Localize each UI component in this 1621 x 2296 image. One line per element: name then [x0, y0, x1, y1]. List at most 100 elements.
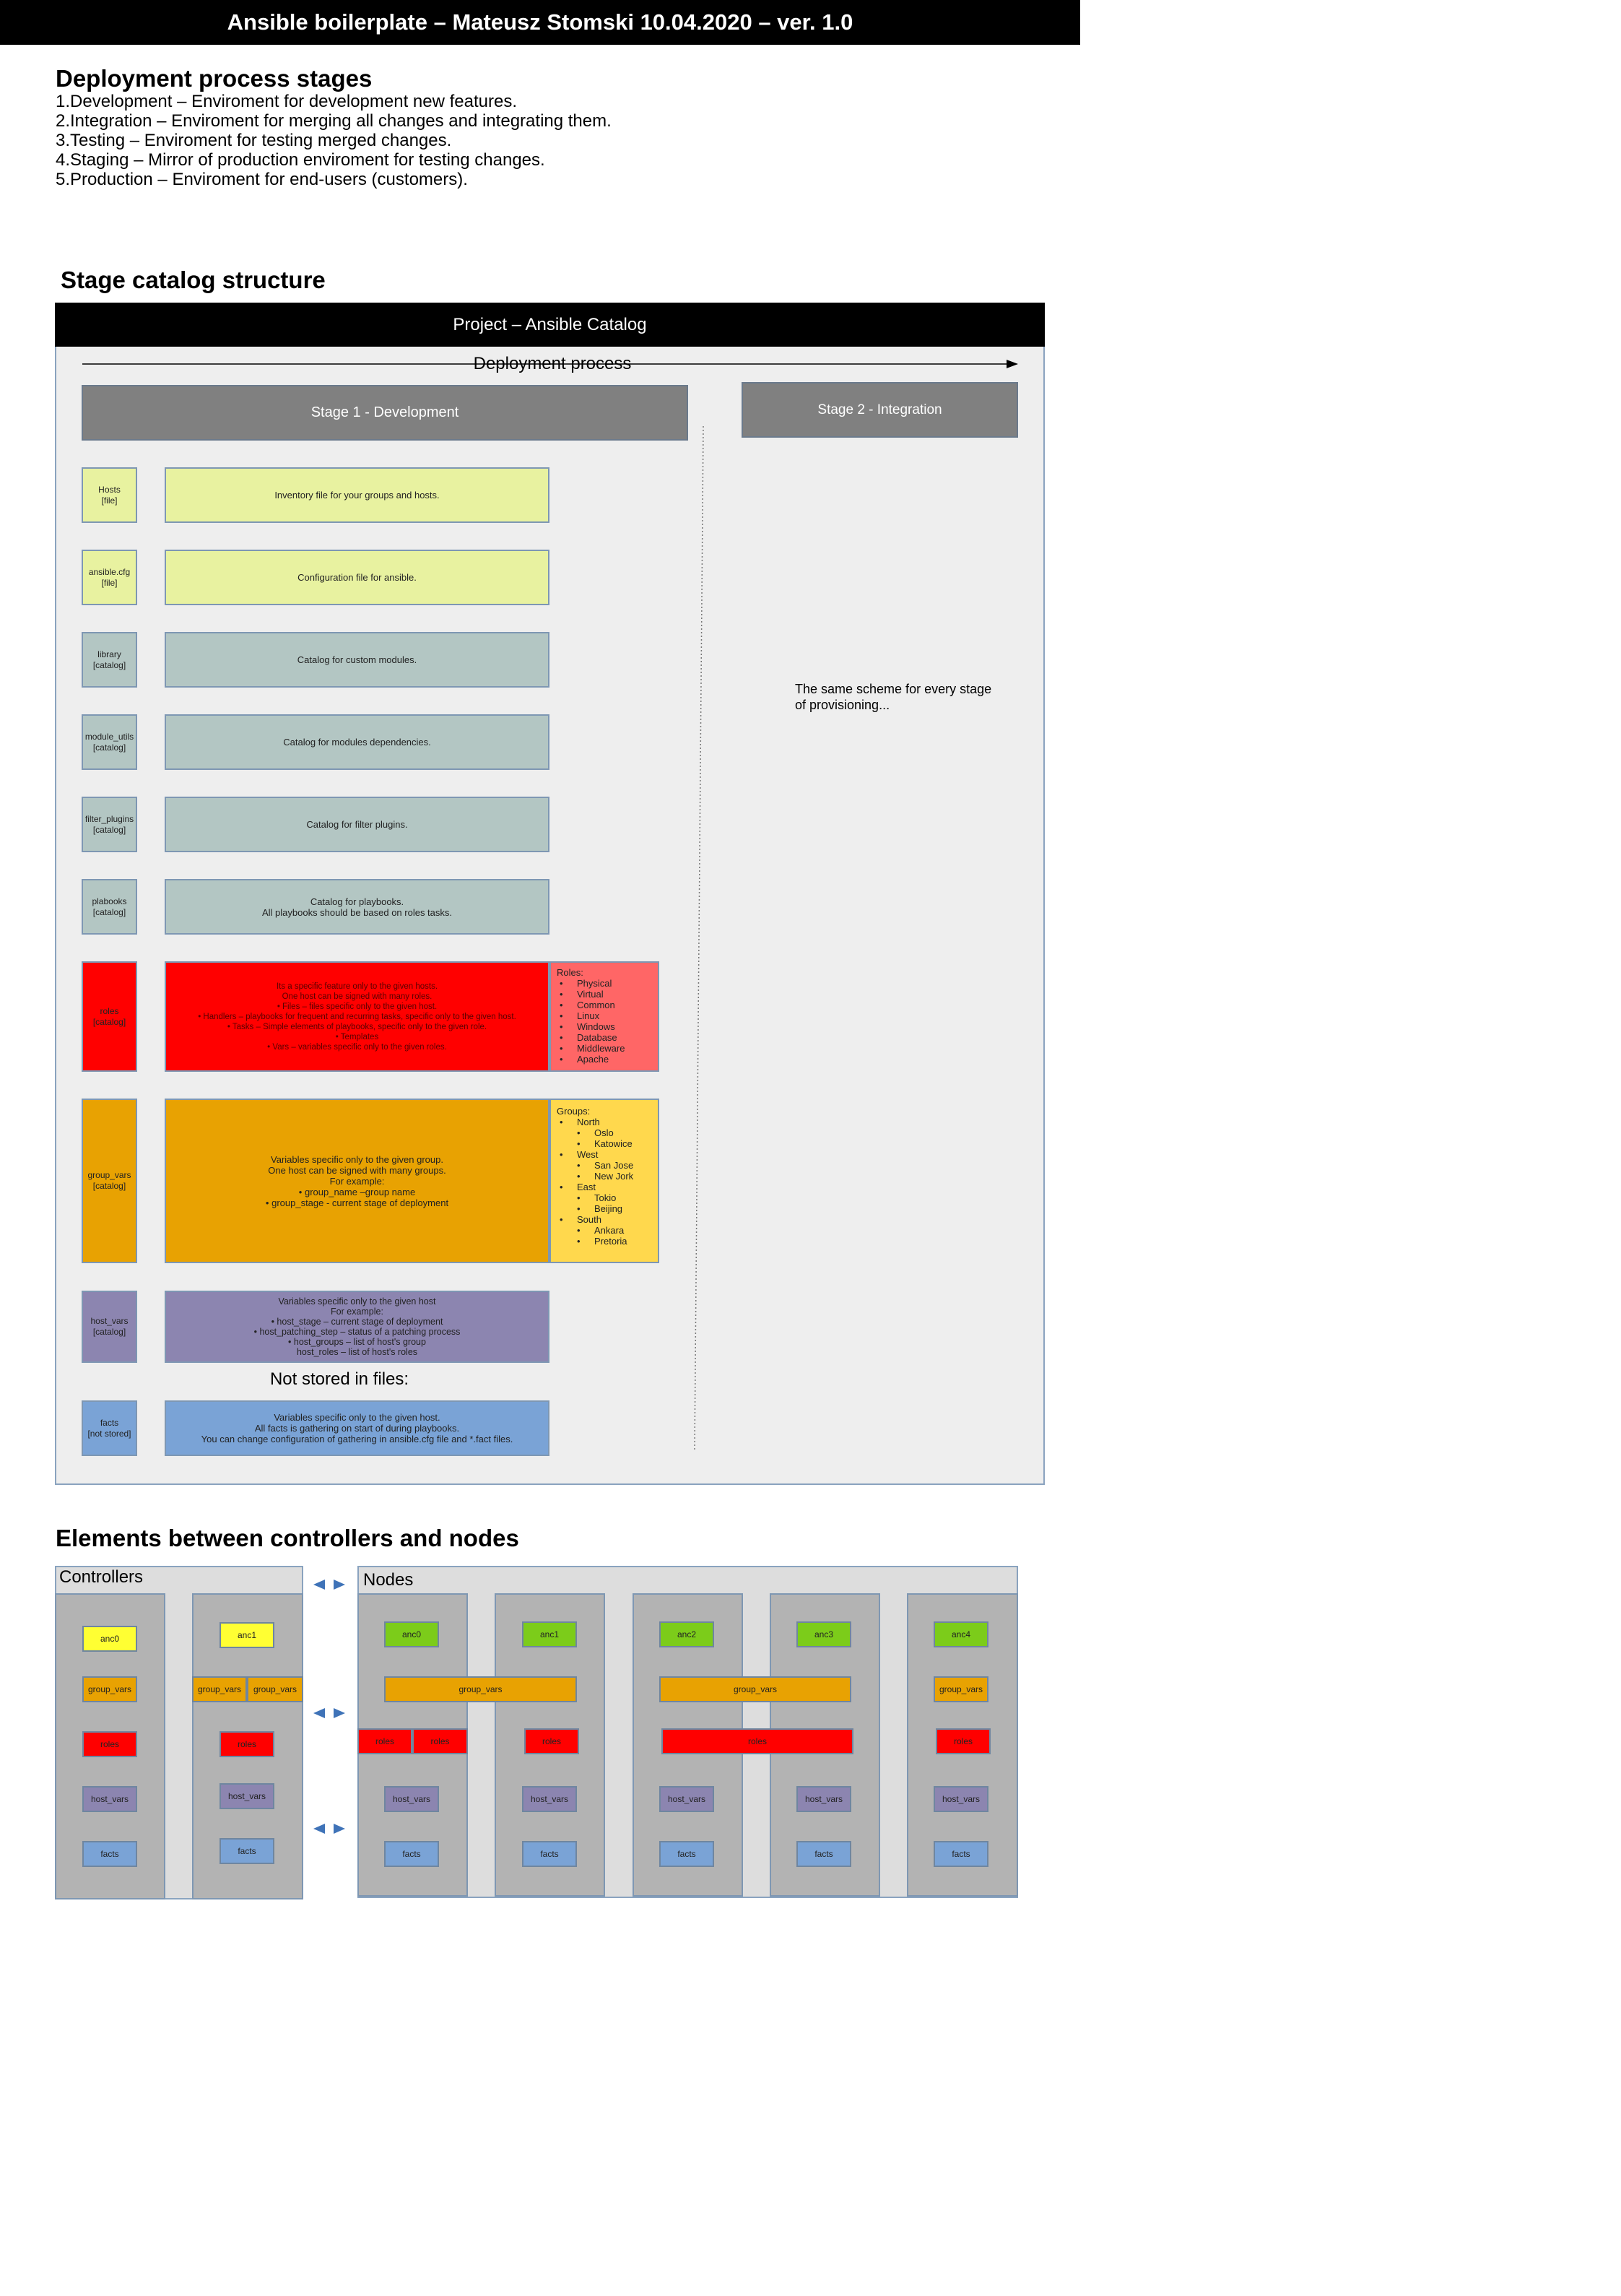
library-box: library [catalog]: [82, 632, 137, 688]
playbooks-box: plabooks [catalog]: [82, 879, 137, 935]
groups-list: Groups: North Oslo Katowice West San Jos…: [549, 1099, 659, 1263]
bidirectional-arrow-icon: [313, 1708, 345, 1718]
stage1-title: Stage 1 - Development: [82, 385, 688, 441]
module-utils-box: module_utils [catalog]: [82, 714, 137, 770]
node-host-vars: host_vars: [796, 1786, 851, 1812]
stage-separator: [694, 425, 704, 1451]
node-group-vars: group_vars: [659, 1676, 851, 1702]
roles-box: roles [catalog]: [82, 961, 137, 1072]
host-vars-description: Variables specific only to the given hos…: [165, 1291, 549, 1363]
node-facts: facts: [796, 1841, 851, 1867]
groups-list-subitem: Oslo: [560, 1127, 652, 1138]
page-title: Ansible boilerplate – Mateusz Stomski 10…: [227, 9, 853, 35]
node-group-vars: group_vars: [384, 1676, 577, 1702]
group-vars-description: Variables specific only to the given gro…: [165, 1099, 549, 1263]
node-facts: facts: [659, 1841, 714, 1867]
controllers-label: Controllers: [59, 1567, 144, 1587]
group-vars-box: group_vars [catalog]: [82, 1099, 137, 1263]
node-roles: roles: [412, 1728, 468, 1754]
roles-list-title: Roles:: [557, 967, 583, 978]
controller-group-vars: group_vars: [247, 1676, 303, 1702]
filter-plugins-description: Catalog for filter plugins.: [165, 797, 549, 852]
roles-list-item: Common: [560, 1000, 652, 1010]
node-host-anc2: anc2: [659, 1621, 714, 1647]
controller-host-vars: host_vars: [220, 1783, 274, 1809]
controller-roles: roles: [220, 1731, 274, 1757]
controller-group-vars: group_vars: [192, 1676, 247, 1702]
host-vars-box: host_vars [catalog]: [82, 1291, 137, 1363]
controller-facts: facts: [220, 1838, 274, 1864]
stage-item: 1.Development – Enviroment for developme…: [56, 92, 518, 111]
roles-list-item: Virtual: [560, 989, 652, 1000]
node-host-vars: host_vars: [659, 1786, 714, 1812]
module-utils-description: Catalog for modules dependencies.: [165, 714, 549, 770]
roles-list-item: Linux: [560, 1010, 652, 1021]
groups-list-title: Groups:: [557, 1106, 591, 1117]
groups-list-item: West: [560, 1149, 652, 1160]
filter-plugins-box: filter_plugins [catalog]: [82, 797, 137, 852]
node-host-vars: host_vars: [384, 1786, 439, 1812]
stage-item: 3.Testing – Enviroment for testing merge…: [56, 131, 452, 150]
node-host-anc1: anc1: [522, 1621, 577, 1647]
groups-list-subitem: Katowice: [560, 1138, 652, 1149]
groups-list-subitem: Ankara: [560, 1225, 652, 1236]
roles-list: Roles: Physical Virtual Common Linux Win…: [549, 961, 659, 1072]
node-host-vars: host_vars: [934, 1786, 988, 1812]
node-facts: facts: [522, 1841, 577, 1867]
node-roles: roles: [936, 1728, 991, 1754]
hosts-file-box: Hosts [file]: [82, 467, 137, 523]
groups-list-item: East: [560, 1182, 652, 1192]
roles-list-item: Apache: [560, 1054, 652, 1065]
catalog-project-title: Project – Ansible Catalog: [55, 303, 1045, 347]
node-facts: facts: [934, 1841, 988, 1867]
ansible-cfg-description: Configuration file for ansible.: [165, 550, 549, 605]
groups-list-item: South: [560, 1214, 652, 1225]
groups-list-subitem: New Jork: [560, 1171, 652, 1182]
roles-list-item: Middleware: [560, 1043, 652, 1054]
nodes-label: Nodes: [363, 1570, 414, 1590]
controller-facts: facts: [82, 1841, 137, 1867]
node-roles: roles: [524, 1728, 579, 1754]
node-group-vars: group_vars: [934, 1676, 988, 1702]
facts-box: facts [not stored]: [82, 1400, 137, 1456]
controller-roles: roles: [82, 1731, 137, 1757]
hosts-description: Inventory file for your groups and hosts…: [165, 467, 549, 523]
controller-host-anc1: anc1: [220, 1622, 274, 1648]
controller-group-vars: group_vars: [82, 1676, 137, 1702]
library-description: Catalog for custom modules.: [165, 632, 549, 688]
roles-list-item: Physical: [560, 978, 652, 989]
page-title-bar: Ansible boilerplate – Mateusz Stomski 10…: [0, 0, 1080, 45]
not-stored-label: Not stored in files:: [269, 1369, 409, 1389]
roles-description: Its a specific feature only to the given…: [165, 961, 549, 1072]
groups-list-subitem: Pretoria: [560, 1236, 652, 1247]
deployment-stages-list: 1.Development – Enviroment for developme…: [56, 92, 778, 189]
node-roles: roles: [357, 1728, 412, 1754]
groups-list-subitem: San Jose: [560, 1160, 652, 1171]
roles-list-item: Database: [560, 1032, 652, 1043]
catalog-heading: Stage catalog structure: [61, 267, 326, 293]
controller-host-anc0: anc0: [82, 1626, 137, 1652]
playbooks-description: Catalog for playbooks. All playbooks sho…: [165, 879, 549, 935]
controller-host-vars: host_vars: [82, 1786, 137, 1812]
facts-description: Variables specific only to the given hos…: [165, 1400, 549, 1456]
bidirectional-arrow-icon: [313, 1580, 345, 1590]
elements-heading: Elements between controllers and nodes: [56, 1525, 519, 1551]
stage-item: 2.Integration – Enviroment for merging a…: [56, 111, 612, 131]
groups-list-subitem: Beijing: [560, 1203, 652, 1214]
groups-list-subitem: Tokio: [560, 1192, 652, 1203]
deployment-stages-heading: Deployment process stages: [56, 65, 373, 92]
stage2-note: The same scheme for every stage of provi…: [795, 682, 992, 712]
node-roles: roles: [661, 1728, 853, 1754]
process-arrow: [82, 360, 1018, 368]
stage-item: 5.Production – Enviroment for end-users …: [56, 170, 468, 189]
ansible-cfg-box: ansible.cfg [file]: [82, 550, 137, 605]
stage2-title: Stage 2 - Integration: [742, 382, 1018, 438]
node-host-anc4: anc4: [934, 1621, 988, 1647]
bidirectional-arrow-icon: [313, 1824, 345, 1834]
node-host-anc3: anc3: [796, 1621, 851, 1647]
roles-list-item: Windows: [560, 1021, 652, 1032]
stage-item: 4.Staging – Mirror of production envirom…: [56, 150, 545, 170]
groups-list-item: North: [560, 1117, 652, 1127]
node-host-vars: host_vars: [522, 1786, 577, 1812]
node-facts: facts: [384, 1841, 439, 1867]
